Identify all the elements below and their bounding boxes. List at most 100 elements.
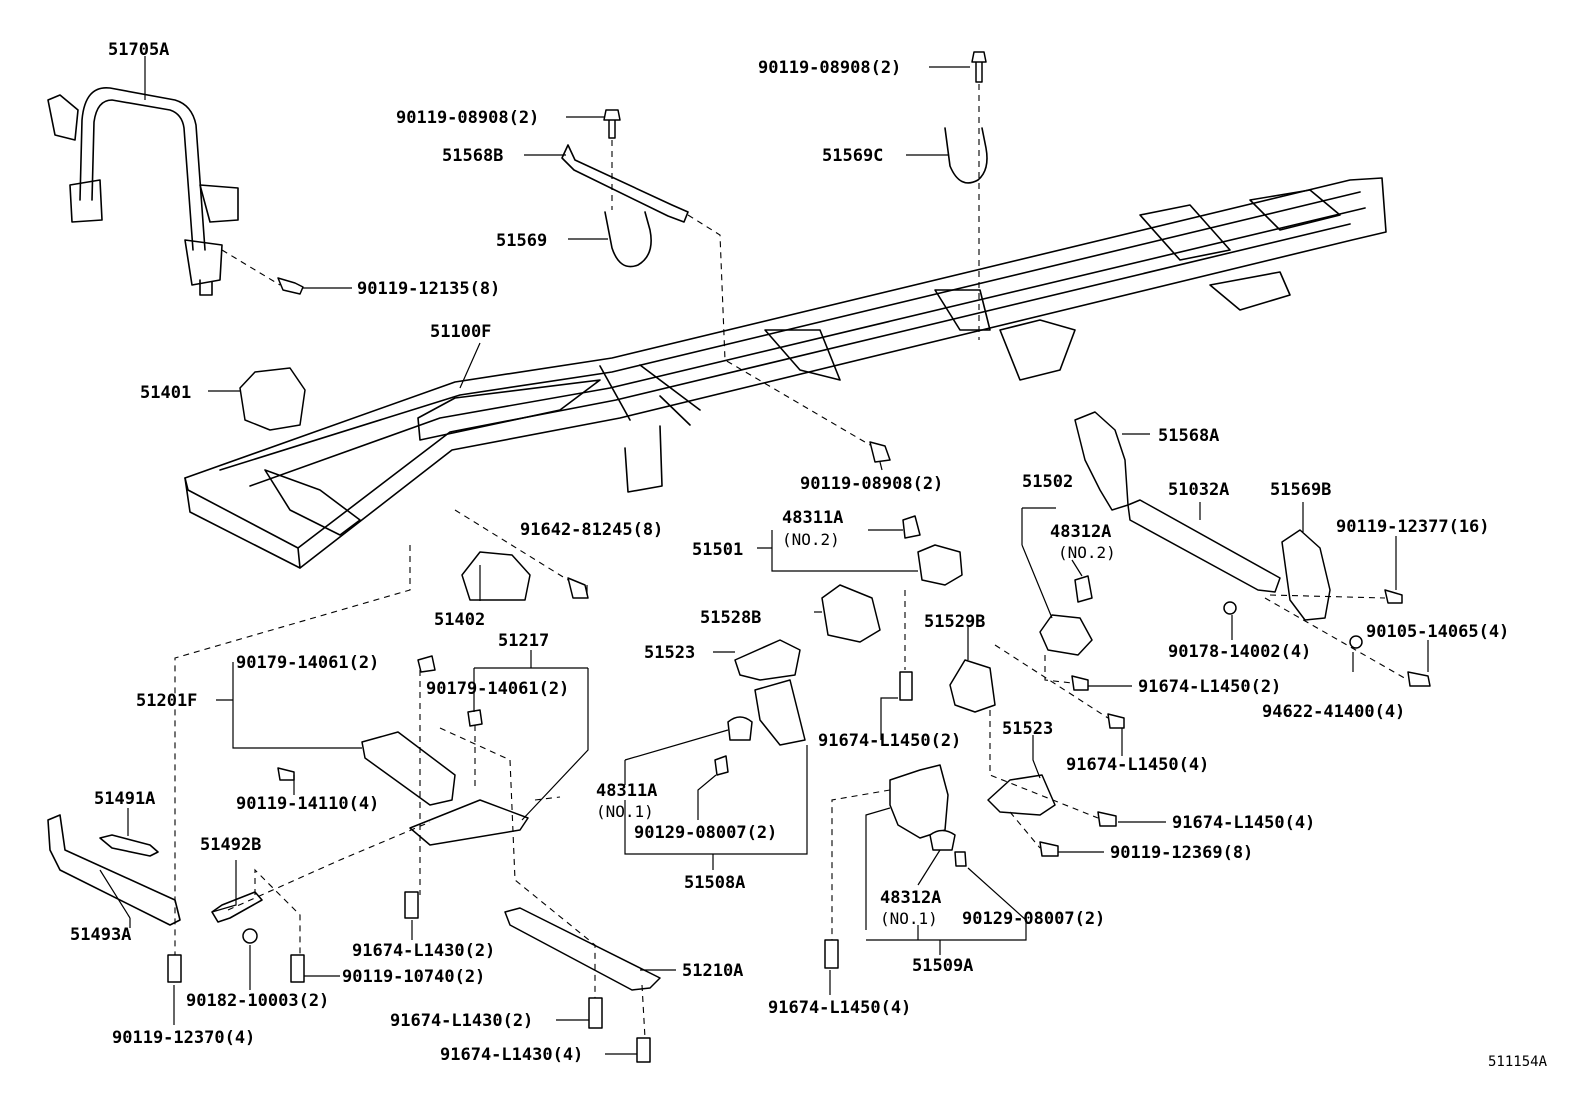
bracket-51528b [821, 584, 881, 643]
bracket-51509a-body [889, 764, 949, 839]
bolt-90119-10740 [290, 954, 305, 983]
label-90119-12370: 90119-12370(4) [112, 1028, 255, 1048]
washer-94622-41400 [1349, 635, 1363, 649]
bracket-51529b [949, 659, 996, 713]
label-51568b: 51568B [442, 146, 503, 166]
frame-51100f [184, 177, 1387, 569]
label-51491a: 51491A [94, 789, 155, 809]
label-51509a: 51509A [912, 956, 973, 976]
bolt-90105-14065 [1407, 671, 1431, 687]
bracket-51508a-body [754, 679, 806, 746]
bolt-91642-81245 [567, 577, 589, 599]
label-51201f: 51201F [136, 691, 197, 711]
label-91674-l1450-d: 91674-L1450(4) [1172, 813, 1315, 833]
label-51032a: 51032A [1168, 480, 1229, 500]
bolt-90119-12135 [277, 277, 304, 295]
crossmember-51032a [1127, 499, 1281, 593]
strap-51569 [604, 211, 652, 268]
link-51491a [99, 834, 159, 857]
mount-51502 [1039, 614, 1093, 656]
bracket-51569b [1281, 529, 1331, 621]
bolt-90129-08007-a [714, 755, 729, 776]
label-51569: 51569 [496, 231, 547, 251]
label-51569b: 51569B [1270, 480, 1331, 500]
label-48312a-low: 48312A [880, 888, 941, 908]
bracket-51523-lower [987, 774, 1056, 816]
label-90119-12377: 90119-12377(16) [1336, 517, 1490, 537]
label-51401: 51401 [140, 383, 191, 403]
plate-51217 [409, 799, 529, 846]
label-51528b: 51528B [700, 608, 761, 628]
label-90119-14110: 90119-14110(4) [236, 794, 379, 814]
bracket-51401 [239, 367, 306, 431]
label-90182-10003: 90182-10003(2) [186, 991, 329, 1011]
label-90129-08007-a: 90129-08007(2) [634, 823, 777, 843]
label-51705a: 51705A [108, 40, 169, 60]
label-48311a-top: 48311A [782, 508, 843, 528]
label-48311a-low: 48311A [596, 781, 657, 801]
bolt-91674-l1430-c [636, 1037, 651, 1063]
labels: 51705A 90119-08908(2) 90119-08908(2) 515… [70, 40, 1548, 1070]
label-91674-l1450-b: 91674-L1450(2) [818, 731, 961, 751]
label-91674-l1450-e: 91674-L1450(4) [768, 998, 911, 1018]
bolt-90119-12369 [1039, 841, 1059, 857]
label-90119-08908-top: 90119-08908(2) [758, 58, 901, 78]
bolt-91674-l1450-b [899, 671, 913, 701]
bracket-51402 [461, 551, 531, 601]
label-91674-l1430-c: 91674-L1430(4) [440, 1045, 583, 1065]
bolt-90119-08908-top [971, 51, 987, 83]
bolt-90119-12377 [1384, 589, 1403, 604]
label-91674-l1450-a: 91674-L1450(2) [1138, 677, 1281, 697]
tube-bracket-51705a [47, 87, 239, 296]
label-51568a: 51568A [1158, 426, 1219, 446]
bolt-91674-l1450-c [1107, 713, 1125, 729]
bolts [167, 51, 1431, 1063]
label-51529b: 51529B [924, 612, 985, 632]
bolt-90129-08007-b [954, 851, 967, 867]
label-51502: 51502 [1022, 472, 1073, 492]
label-90119-12369: 90119-12369(8) [1110, 843, 1253, 863]
label-51100f: 51100F [430, 322, 491, 342]
label-91642-81245: 91642-81245(8) [520, 520, 663, 540]
plate-51210a [504, 907, 661, 991]
label-no1-a: (NO.1) [596, 802, 654, 821]
label-51402: 51402 [434, 610, 485, 630]
label-91674-l1430-b: 91674-L1430(2) [390, 1011, 533, 1031]
label-51523-a: 51523 [644, 643, 695, 663]
label-51493a: 51493A [70, 925, 131, 945]
mount-48312a-no2 [1074, 575, 1093, 603]
bolt-91674-l1430-a [404, 891, 419, 919]
label-51569c: 51569C [822, 146, 883, 166]
bracket-51568b [561, 144, 689, 223]
label-90119-10740: 90119-10740(2) [342, 967, 485, 987]
label-91674-l1450-c: 91674-L1450(4) [1066, 755, 1209, 775]
label-51210a: 51210A [682, 961, 743, 981]
bolt-90119-14110 [277, 767, 295, 781]
mount-48311a-no2 [902, 515, 921, 539]
label-51492b: 51492B [200, 835, 261, 855]
mount-51501 [917, 544, 963, 586]
crossmember-51201f [361, 731, 456, 806]
label-no1-b: (NO.1) [880, 909, 938, 928]
mount-48311a-no1 [727, 716, 753, 741]
stabilizer-bar-51493a [47, 814, 181, 926]
label-51508a: 51508A [684, 873, 745, 893]
bolt-91674-l1450-d [1097, 811, 1117, 827]
bolt-91674-l1430-b [588, 997, 603, 1029]
label-no2-b: (NO.2) [1058, 543, 1116, 562]
assembly-lines [174, 84, 1409, 1039]
nut-90182-10003 [242, 928, 258, 944]
label-94622-41400: 94622-41400(4) [1262, 702, 1405, 722]
strap-51569c [944, 127, 988, 184]
label-48312a-top: 48312A [1050, 522, 1111, 542]
label-90119-12135: 90119-12135(8) [357, 279, 500, 299]
label-90179-14061-b: 90179-14061(2) [426, 679, 569, 699]
label-90105-14065: 90105-14065(4) [1366, 622, 1509, 642]
nut-90179-14061-a [417, 655, 436, 673]
figure-id: 511154A [1488, 1054, 1548, 1070]
bolt-90119-08908-low [869, 441, 891, 463]
label-90119-08908-low: 90119-08908(2) [800, 474, 943, 494]
bolt-90119-12370 [167, 954, 182, 983]
bolt-91674-l1450-a [1071, 675, 1089, 691]
